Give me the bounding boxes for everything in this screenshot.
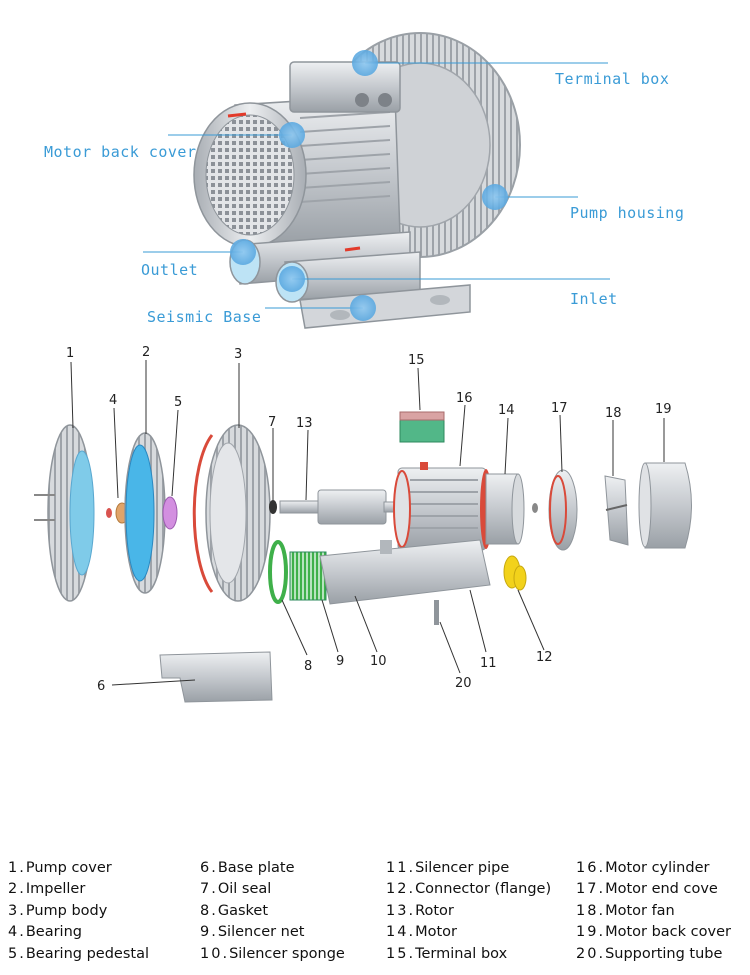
part-number: 14 — [498, 403, 515, 418]
part-number: 18 — [605, 406, 622, 421]
part-number: 1 — [66, 346, 74, 361]
part-oil-seal — [269, 500, 277, 514]
legend-item: 17.Motor end cove — [576, 881, 718, 898]
part-motor-back-cover — [644, 462, 692, 549]
part-silencer-pipe — [319, 539, 491, 605]
dot-outlet — [230, 239, 256, 265]
part-number-labels: 1 2 3 4 5 6 7 8 9 10 11 12 13 14 15 16 1… — [66, 345, 672, 694]
part-number: 3 — [234, 347, 242, 362]
legend-column: 16.Motor cylinder 17.Motor end cove 18.M… — [576, 860, 731, 967]
assembled-blower — [193, 32, 521, 329]
legend-item: 12.Connector (flange) — [386, 881, 552, 898]
callout-seismic-base: Seismic Base — [147, 308, 262, 326]
part-number: 10 — [370, 654, 387, 669]
legend-item: 7.Oil seal — [200, 881, 272, 898]
part-number: 5 — [174, 395, 182, 410]
part-rotor — [317, 489, 387, 525]
legend-item: 13.Rotor — [386, 902, 454, 919]
legend-item: 1.Pump cover — [8, 860, 112, 876]
legend-item: 2.Impeller — [8, 881, 86, 898]
part-number: 19 — [655, 402, 672, 417]
dot-inlet — [279, 266, 305, 292]
dot-motor-back-cover — [279, 122, 305, 148]
legend-item: 5.Bearing pedestal — [8, 945, 149, 962]
motor-grille-shape — [205, 114, 295, 236]
part-number: 9 — [336, 654, 344, 669]
legend-item: 9.Silencer net — [200, 924, 305, 941]
legend-column: 11.Silencer pipe 12.Connector (flange) 1… — [386, 860, 551, 967]
legend-item: 6.Base plate — [200, 860, 295, 876]
callout-motor-back-cover: Motor back cover — [44, 143, 197, 161]
part-number: 2 — [142, 345, 150, 360]
exploded-view — [34, 411, 692, 703]
legend-item: 3.Pump body — [8, 902, 108, 919]
dot-seismic-base — [350, 295, 376, 321]
callout-outlet: Outlet — [141, 261, 199, 279]
part-number: 6 — [97, 679, 105, 694]
legend-item: 4.Bearing — [8, 924, 82, 941]
part-number: 15 — [408, 353, 425, 368]
part-terminal-box — [399, 417, 445, 443]
callout-terminal-box: Terminal box — [555, 70, 670, 88]
legend-item: 16.Motor cylinder — [576, 860, 710, 876]
legend-item: 19.Motor back cover — [576, 924, 731, 941]
legend-item: 18.Motor fan — [576, 902, 675, 919]
legend-item: 10.Silencer sponge — [200, 945, 345, 962]
callout-leaders — [143, 50, 610, 321]
part-number: 8 — [304, 659, 312, 674]
dot-terminal-box — [352, 50, 378, 76]
part-number: 11 — [480, 656, 497, 671]
part-motor-fan — [604, 475, 629, 546]
legend-column: 6.Base plate 7.Oil seal 8.Gasket 9.Silen… — [200, 860, 345, 967]
legend-item: 14.Motor — [386, 924, 457, 941]
part-number: 7 — [268, 415, 276, 430]
legend-item: 20.Supporting tube — [576, 945, 723, 962]
legend-item: 15.Terminal box — [386, 945, 508, 962]
callout-inlet: Inlet — [570, 290, 618, 308]
callout-pump-housing: Pump housing — [570, 204, 685, 222]
legend-item: 8.Gasket — [200, 902, 269, 919]
part-number: 16 — [456, 391, 473, 406]
terminal-box-shape — [289, 61, 401, 113]
part-number: 20 — [455, 676, 472, 691]
part-supporting-tube — [434, 600, 439, 625]
part-leaders — [70, 360, 665, 686]
part-gasket — [268, 540, 288, 604]
part-bearing-pedestal — [162, 496, 178, 530]
dot-pump-housing — [482, 184, 508, 210]
legend-column: 1.Pump cover 2.Impeller 3.Pump body 4.Be… — [8, 860, 149, 967]
part-number: 4 — [109, 393, 117, 408]
part-base-plate — [159, 651, 273, 703]
part-number: 13 — [296, 416, 313, 431]
part-number: 17 — [551, 401, 568, 416]
legend-item: 11.Silencer pipe — [386, 860, 510, 876]
part-impeller — [125, 444, 155, 582]
part-number: 12 — [536, 650, 553, 665]
